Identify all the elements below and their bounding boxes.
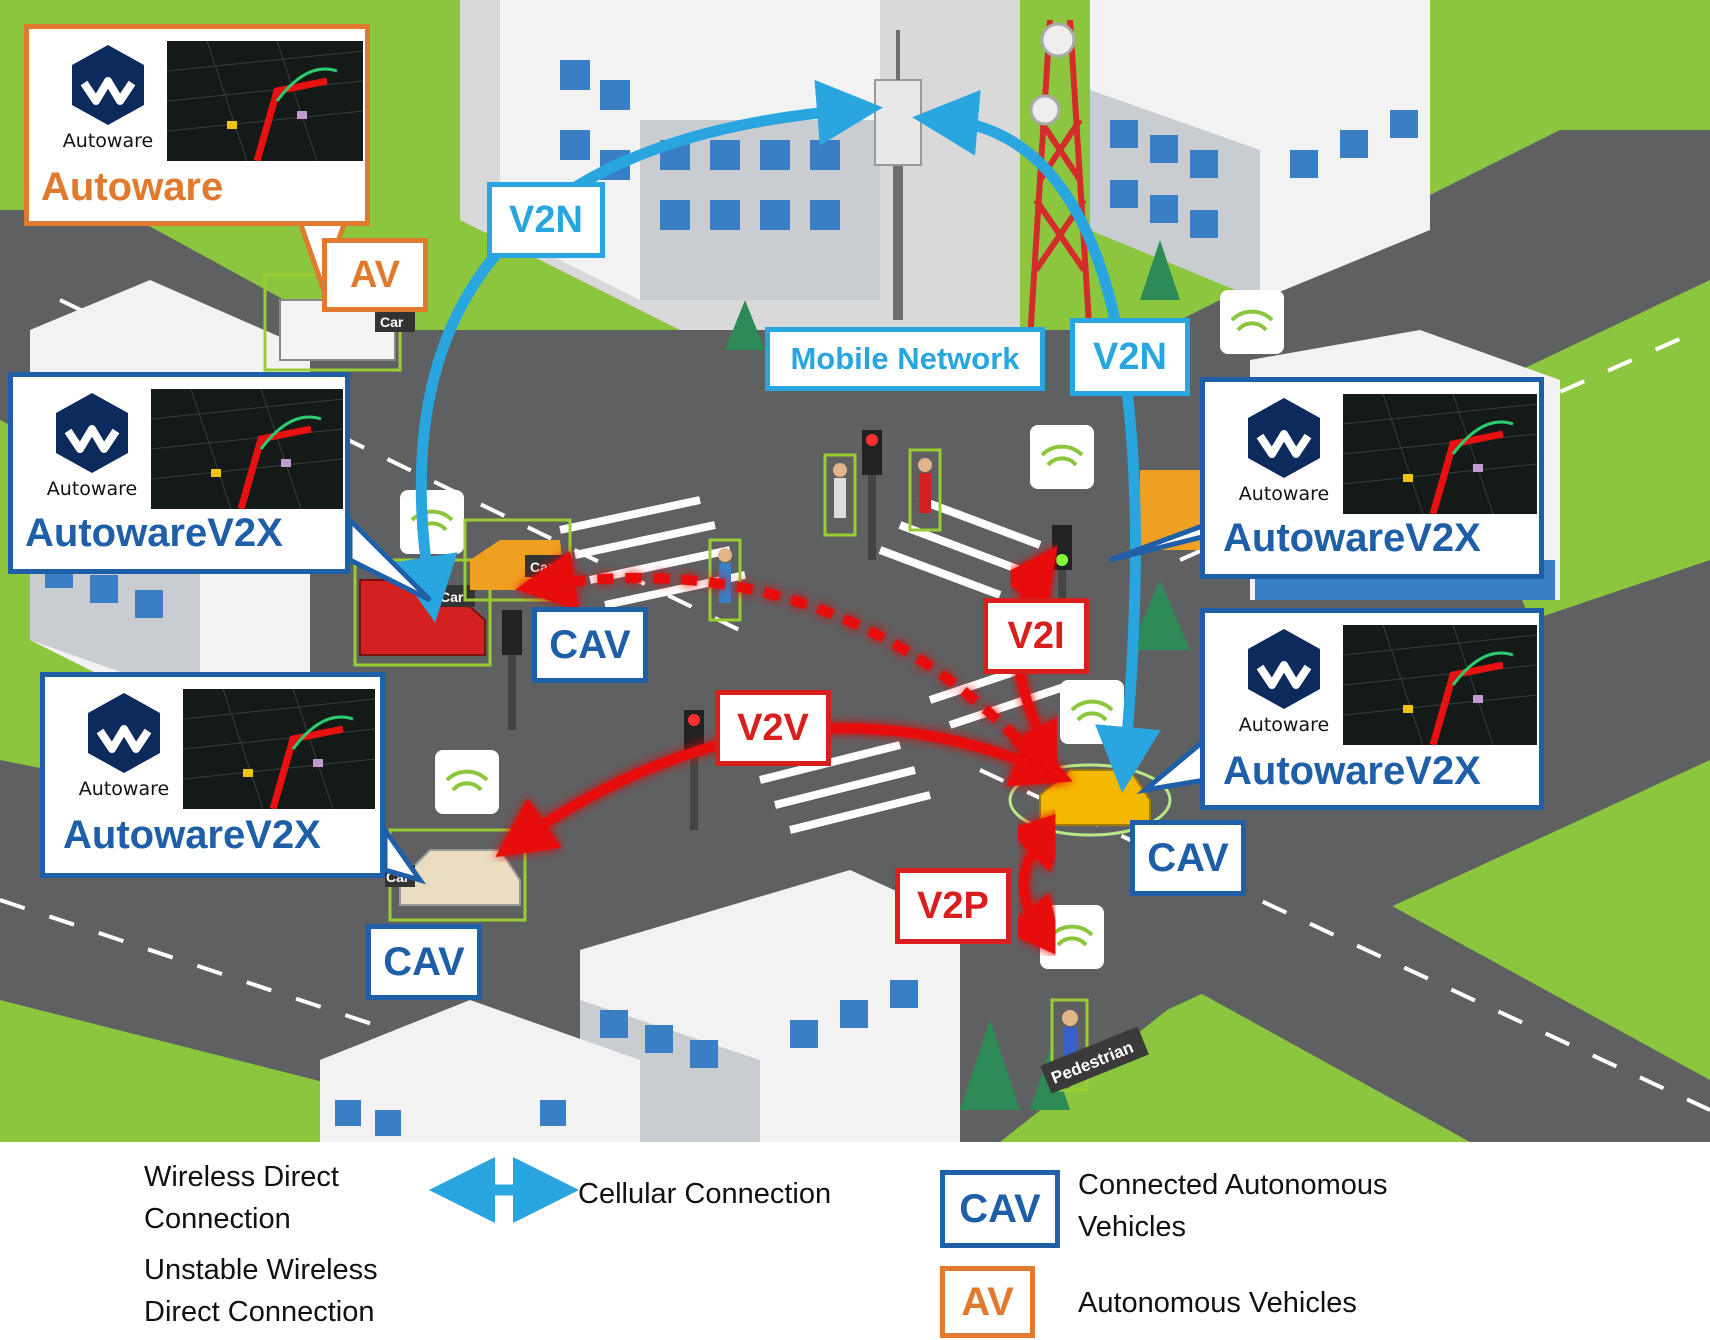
car-label: Car: [530, 559, 554, 575]
autoware-logo-text: Autoware: [1238, 714, 1330, 736]
autoware-screen-image: [167, 41, 363, 161]
v2p-tag: V2P: [895, 868, 1011, 944]
v2n-tag-right: V2N: [1070, 318, 1190, 396]
autoware-screen-image: [183, 689, 375, 809]
cav-tag-center: CAV: [532, 607, 648, 683]
autoware-logo: Autoware: [1219, 396, 1349, 505]
autowarev2x-caption: AutowareV2X: [25, 511, 283, 555]
legend-cellular-label: Cellular Connection: [578, 1178, 832, 1210]
lidar-screen-render: [167, 41, 363, 161]
autoware-logo-text: Autoware: [78, 778, 170, 800]
legend-unstable-label-2: Direct Connection: [144, 1296, 375, 1328]
autoware-logo: Autoware: [59, 691, 189, 800]
autoware-logo-text: Autoware: [1238, 483, 1330, 505]
callout-tail-v2x-left-top: [347, 513, 432, 603]
autoware-logo: Autoware: [43, 43, 173, 152]
cav-tag-right: CAV: [1130, 820, 1246, 896]
autoware-logo-icon: [88, 693, 160, 773]
car-label: Car: [380, 314, 404, 330]
building-bottom-center: [580, 870, 960, 1142]
legend-wireless-label-2: Connection: [144, 1203, 291, 1235]
v2p-arrow: [1002, 808, 1072, 959]
autoware-screen-image: [1343, 625, 1537, 745]
building-top-right: [1090, 0, 1430, 300]
lidar-screen-render: [183, 689, 375, 809]
car-label: Car: [440, 589, 464, 605]
autoware-logo-icon: [1248, 398, 1320, 478]
v2n-arrow-right: [912, 89, 1161, 793]
v2n-tag-left: V2N: [487, 182, 605, 258]
legend-unstable-label-1: Unstable Wireless: [144, 1254, 378, 1286]
av-tag: AV: [322, 238, 428, 312]
mobile-network-tag: Mobile Network: [765, 327, 1045, 391]
autoware-caption: Autoware: [41, 165, 224, 209]
callout-autowarev2x-left-top: Autoware AutowareV2X: [8, 372, 350, 574]
callout-autowarev2x-left-bottom: Autoware AutowareV2X: [40, 672, 385, 878]
v2v-tag: V2V: [715, 690, 831, 766]
legend-cav-label-2: Vehicles: [1078, 1211, 1187, 1243]
autoware-logo-text: Autoware: [62, 130, 154, 152]
autoware-logo-icon: [1248, 629, 1320, 709]
unstable-v2v-arrow: [515, 550, 1059, 784]
building-bottom-left: [320, 1000, 640, 1142]
legend-cav-box: CAV: [940, 1170, 1060, 1248]
autowarev2x-caption: AutowareV2X: [1223, 749, 1481, 793]
autowarev2x-caption: AutowareV2X: [1223, 516, 1481, 560]
legend-wireless-label-1: Wireless Direct: [144, 1161, 339, 1193]
v2i-tag: V2I: [983, 598, 1089, 674]
autoware-logo: Autoware: [1219, 627, 1349, 736]
autoware-logo: Autoware: [27, 391, 157, 500]
legend-av-box: AV: [940, 1266, 1035, 1338]
autoware-screen-image: [1343, 394, 1537, 514]
legend-av-label: Autonomous Vehicles: [1078, 1287, 1357, 1319]
autoware-logo-icon: [56, 393, 128, 473]
callout-autoware: Autoware Autoware: [24, 24, 370, 226]
legend-symbols: [0, 1157, 579, 1321]
lidar-screen-render: [151, 389, 343, 509]
cav-tag-left: CAV: [366, 924, 482, 1000]
legend: Wireless Direct Connection Unstable Wire…: [0, 1142, 1710, 1340]
callout-autowarev2x-right-bottom: Autoware AutowareV2X: [1200, 608, 1544, 810]
callout-tail-v2x-left-bottom: [382, 822, 427, 885]
autoware-logo-icon: [72, 45, 144, 125]
callout-autowarev2x-right-top: Autoware AutowareV2X: [1200, 377, 1544, 579]
autoware-logo-text: Autoware: [46, 478, 138, 500]
legend-cav-label-1: Connected Autonomous: [1078, 1169, 1388, 1201]
autoware-screen-image: [151, 389, 343, 509]
lidar-screen-render: [1343, 625, 1537, 745]
autowarev2x-caption: AutowareV2X: [63, 813, 321, 857]
lidar-screen-render: [1343, 394, 1537, 514]
